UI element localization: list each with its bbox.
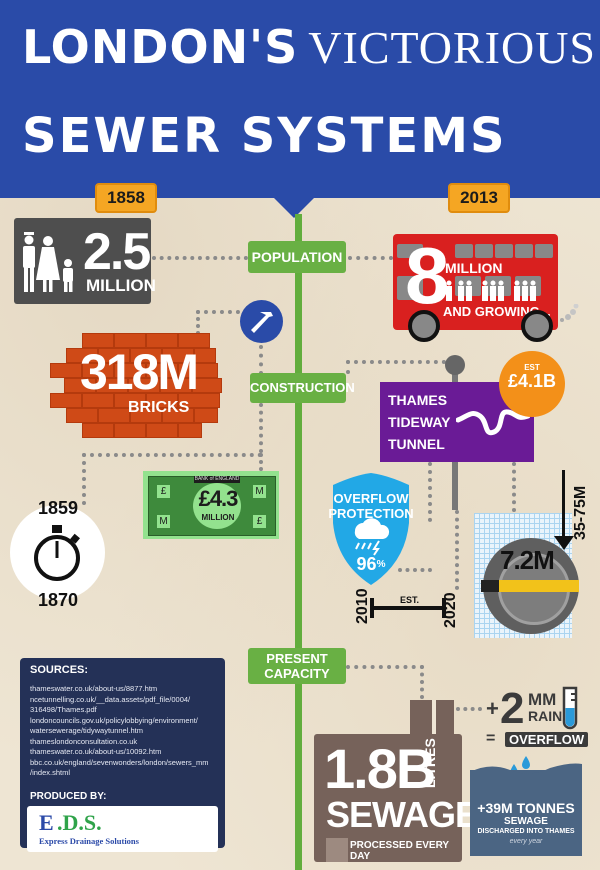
year-badge-2013: 2013 [448,183,510,213]
connector-dots [428,462,432,522]
sewage-label: SEWAGE [326,794,479,835]
connector-dots [420,665,424,699]
tunnel-depth: 35-75M [572,485,589,540]
sewage-value: 1.8B [324,737,436,800]
construction-cost-value: £4.3 [198,486,239,511]
hammer-icon [251,312,273,333]
connector-dots [152,256,248,260]
source-link[interactable]: londoncouncils.gov.uk/policylobbying/env… [30,715,198,725]
factory-chimney [436,700,454,740]
source-link[interactable]: ncetunnelling.co.uk/__data.assets/pdf_fi… [30,694,191,704]
construction-end-year: 1870 [38,590,79,610]
title-line-2: SEWER SYSTEMS [22,108,507,164]
river-snake-icon [456,409,530,436]
eds-logo-subtitle: Express Drainage Solutions [39,836,139,846]
source-link[interactable]: /index.shtml [30,768,71,777]
sewage-caption: PROCESSED EVERY DAY [350,840,449,862]
construction-start-year: 1859 [38,498,79,518]
source-link[interactable]: thameswater.co.uk/about-us/10092.htm [30,747,162,756]
source-link[interactable]: watersewerage/tidywaytunnel.htm [30,726,143,735]
population-1858-card: 2.5 MILLION [14,218,156,304]
people-icon [446,280,536,301]
label-construction: CONSTRUCTION [250,373,355,403]
banknote-header: BANK of ENGLAND [194,476,240,483]
source-link[interactable]: 316498/Thames.pdf [30,705,97,714]
connector-dots [456,707,482,711]
connector-dots [348,256,393,260]
year-badge-1858: 1858 [95,183,157,213]
tideway-est-label: EST. [400,595,420,605]
connector-dots [82,453,262,457]
signpost-knob [445,355,465,375]
connector-dots [346,360,446,364]
connector-dots [82,453,86,505]
eds-logo-mark-icon: E [39,810,54,835]
label-present-capacity: PRESENT CAPACITY [248,648,346,684]
banknote: BANK of ENGLAND £ M M £ £4.3 MILLION [143,471,279,539]
connector-dots [259,403,263,453]
header-pointer [272,196,316,218]
title-londons: LONDON'S [22,20,299,74]
population-1858-unit: MILLION [86,276,156,295]
connector-dots [346,360,350,374]
overflow-label: OVERFLOW [505,732,589,747]
label-population: POPULATION [248,241,346,273]
connector-dots [512,462,516,512]
exhaust-smoke-icon [560,304,579,322]
title-victorious: VICTORIOUS [308,22,597,73]
eds-logo[interactable]: E .D.S. Express Drainage Solutions [27,806,218,852]
cost-starburst: EST £4.1B [503,355,561,413]
connector-dots [196,310,240,314]
sources-panel: SOURCES: thameswater.co.uk/about-us/8877… [20,658,225,852]
timeline-line [295,214,302,870]
sewage-unit: LITRES [422,738,438,788]
bricks-wall: 318M BRICKS [50,333,222,438]
connector-dots [259,345,263,375]
shield-icon [333,473,409,585]
bricks-value: 318M [80,344,199,400]
sewage-factory: 1.8B LITRES SEWAGE PROCESSED EVERY DAY [314,734,479,862]
overflow-protection-shield: OVERFLOW PROTECTION 96% [325,473,417,585]
depth-arrow-icon [554,536,574,550]
population-2013-unit: MILLION [445,260,503,276]
rain-value: 2 [500,684,525,733]
connector-dots [398,568,432,572]
source-link[interactable]: thameswater.co.uk/about-us/8877.htm [30,684,158,693]
bus-wheel [408,310,440,342]
sources-list: thameswater.co.uk/about-us/8877.htm ncet… [30,684,225,779]
eds-logo-text: .D.S. [57,810,102,835]
depth-arrow-shaft [562,470,565,540]
stopwatch-icon [34,525,80,581]
produced-by-label: PRODUCED BY: [30,791,107,802]
test-tube-icon [562,686,578,730]
overflow-percent: 96% [356,554,386,574]
source-link[interactable]: thameslondonconsultation.co.uk [30,736,138,746]
family-icon [23,232,73,292]
factory-chimney [410,700,432,740]
connector-dots [455,510,459,590]
discharge-value: +39M TONNES [477,800,575,816]
bus-2013-population: 8 MILLION AND GROWING... [393,231,558,342]
source-link[interactable]: bbc.co.uk/england/sevenwonders/london/se… [30,757,209,767]
tape-band [481,580,579,592]
wave-icon [470,763,582,782]
construction-cost-unit: MILLION [201,513,235,522]
thames-discharge-panel: +39M TONNES SEWAGE DISCHARGED INTO THAME… [470,763,582,856]
hammer-badge [240,300,283,343]
population-1858-value: 2.5 [83,223,151,281]
stopwatch-badge [10,505,105,600]
factory-door [326,838,348,862]
connector-dots [196,310,200,335]
population-2013-value: 8 [405,231,450,320]
connector-dots [259,453,263,471]
tideway-timeline-bar [374,606,442,610]
connector-dots [346,665,424,669]
bus-wheel [521,310,553,342]
tunnel-length: 7.2M [500,545,555,575]
bricks-label: BRICKS [128,399,190,416]
sources-heading: SOURCES: [30,664,89,676]
tideway-cost: £4.1B [507,371,557,391]
